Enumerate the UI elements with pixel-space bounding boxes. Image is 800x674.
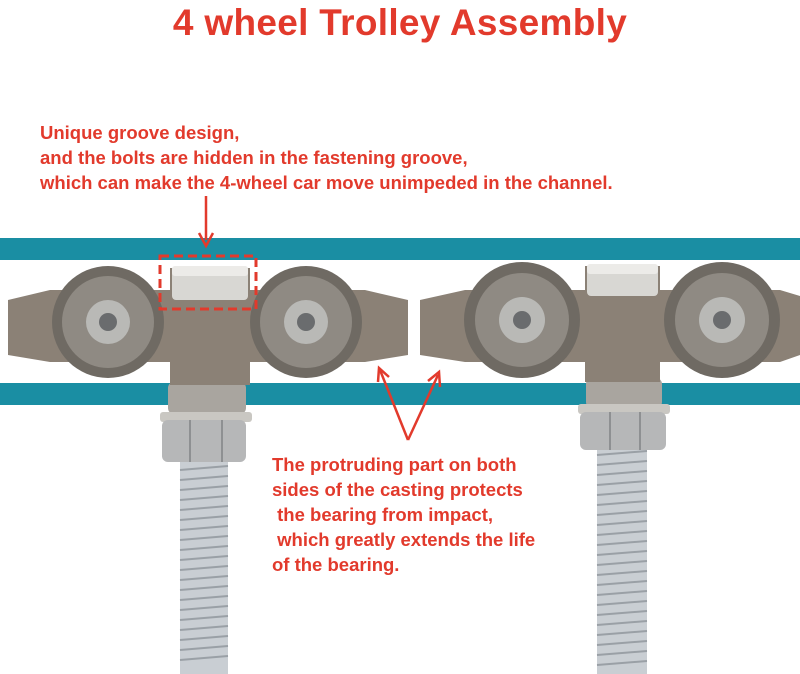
left-upper-nut [168,382,246,414]
left-trolley [8,266,408,674]
groove-annotation-line-3: which can make the 4-wheel car move unim… [40,172,613,193]
protrusion-annotation-line-2: sides of the casting protects [272,479,523,500]
right-washer [578,404,670,414]
protrusion-annotation-line-3: the bearing from impact, [272,504,494,525]
bottom-rail [0,383,800,405]
protrusion-annotation-line-1: The protruding part on both [272,454,517,475]
protrusion-annotation-line-5: of the bearing. [272,554,400,575]
page-title: 4 wheel Trolley Assembly [172,2,628,43]
protrusion-annotation: The protruding part on both sides of the… [272,452,535,577]
right-upper-nut [586,378,662,408]
left-washer [160,412,252,422]
right-trolley [420,262,800,674]
protrusion-annotation-line-4: which greatly extends the life [272,529,536,550]
top-rail [0,238,800,260]
groove-arrow [197,196,215,249]
left-lower-nut [162,420,246,462]
protrusion-arrows [376,365,442,441]
right-lower-nut [580,412,666,450]
groove-annotation-line-1: Unique groove design, [40,122,240,143]
groove-highlight-box [158,254,258,311]
groove-annotation: Unique groove design, and the bolts are … [40,120,613,195]
groove-annotation-line-2: and the bolts are hidden in the fastenin… [40,147,468,168]
